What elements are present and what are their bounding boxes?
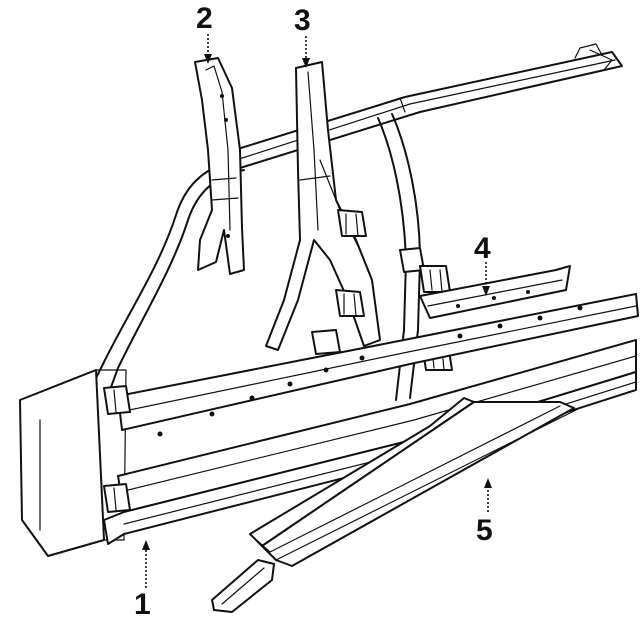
callout-label-3: 3 [294, 4, 311, 37]
callout-label-1: 1 [134, 588, 151, 619]
callout-3: 3 [294, 4, 311, 68]
callout-5: 5 [476, 478, 493, 547]
callout-2: 2 [196, 2, 213, 64]
callout-label-2: 2 [196, 2, 213, 35]
callout-label-5: 5 [476, 514, 493, 547]
roof-rail [227, 43, 623, 169]
callout-4: 4 [474, 232, 491, 296]
callout-label-4: 4 [474, 232, 491, 265]
part-4-rocker-reinforcement [419, 265, 571, 319]
callout-1: 1 [134, 540, 151, 619]
part-5-rocker-moulding [211, 397, 581, 613]
part-2-a-pillar-inner [194, 57, 245, 275]
part-3-b-pillar [265, 61, 381, 355]
